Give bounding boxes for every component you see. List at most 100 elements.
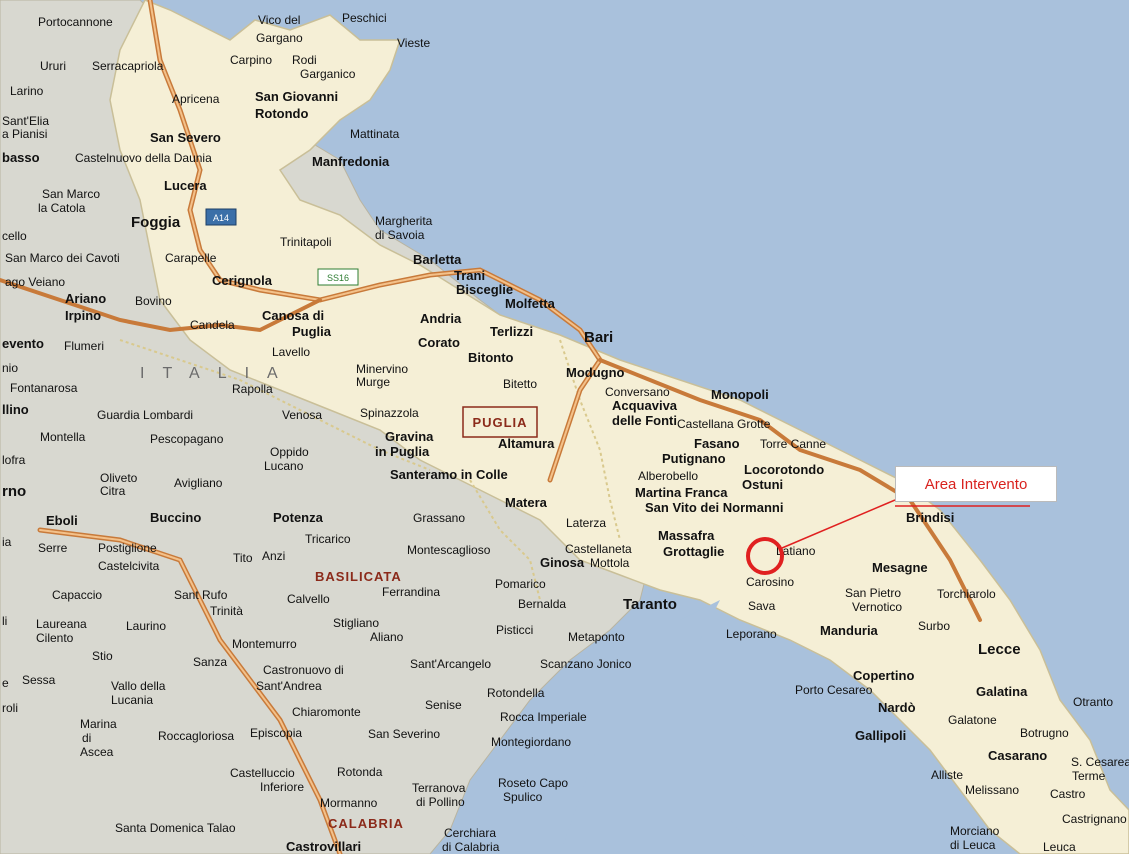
place-label: Alliste [931, 768, 963, 782]
place-label: Cilento [36, 631, 74, 645]
place-label: Gargano [256, 31, 303, 45]
place-label: Calvello [287, 592, 330, 606]
place-label: di Savoia [375, 228, 425, 242]
place-label: delle Fonti [612, 413, 677, 428]
place-label: Apricena [172, 92, 220, 106]
place-label: Nardò [878, 700, 916, 715]
place-label: Andria [420, 311, 462, 326]
place-label: Sant'Andrea [256, 679, 322, 693]
place-label: Sant'Elia [2, 114, 49, 128]
place-label: Terme [1072, 769, 1106, 783]
place-label: Torchiarolo [937, 587, 996, 601]
place-label: Lucano [264, 459, 304, 473]
area-intervento-marker[interactable] [746, 537, 784, 575]
svg-text:SS16: SS16 [327, 273, 349, 283]
place-label: Carapelle [165, 251, 217, 265]
place-label: Montegiordano [491, 735, 571, 749]
place-label: Matera [505, 495, 548, 510]
road-shield-ss16: SS16 [317, 268, 359, 286]
place-label: Bitonto [468, 350, 514, 365]
place-label: Casarano [988, 748, 1047, 763]
svg-text:PUGLIA: PUGLIA [472, 415, 527, 430]
place-labels: Portocannone Vico del Peschici Gargano V… [2, 11, 1129, 854]
place-label: Castelnuovo della Daunia [75, 151, 212, 165]
place-label: Roseto Capo [498, 776, 568, 790]
area-intervento-text: Area Intervento [924, 475, 1028, 493]
place-label: Garganico [300, 67, 356, 81]
region-label-calabria: CALABRIA [328, 816, 404, 831]
place-label: Foggia [131, 214, 181, 231]
highways [0, 0, 982, 854]
place-label: cello [2, 229, 27, 243]
place-label: Ariano [65, 291, 106, 306]
place-label: Bisceglie [456, 282, 513, 297]
place-label: Vico del [258, 13, 300, 27]
place-label: la Catola [38, 201, 86, 215]
place-label: Gallipoli [855, 728, 906, 743]
place-label: Acquaviva [612, 398, 678, 413]
place-label: San Vito dei Normanni [645, 500, 783, 515]
place-label: Laterza [566, 516, 606, 530]
place-label: Pomarico [495, 577, 546, 591]
place-label: Rocca Imperiale [500, 710, 587, 724]
place-label: Corato [418, 335, 460, 350]
place-label: Serre [38, 541, 68, 555]
place-label: San Giovanni [255, 89, 338, 104]
place-label: Montemurro [232, 637, 297, 651]
place-label: Senise [425, 698, 462, 712]
place-label: Lucania [111, 693, 153, 707]
place-label: Puglia [292, 324, 332, 339]
place-label: Porto Cesareo [795, 683, 873, 697]
place-label: Bernalda [518, 597, 566, 611]
place-label: Ferrandina [382, 585, 440, 599]
place-label: Serracapriola [92, 59, 164, 73]
place-label: Molfetta [505, 296, 556, 311]
place-label: Lucera [164, 178, 207, 193]
place-label: di Leuca [950, 838, 996, 852]
place-label: evento [2, 336, 44, 351]
place-label: di Calabria [442, 840, 500, 854]
place-label: Bari [584, 329, 613, 346]
place-label: e [2, 676, 9, 690]
place-label: Castellana Grotte [677, 417, 771, 431]
place-label: ia [2, 535, 12, 549]
place-label: Sant Rufo [174, 588, 228, 602]
place-label: rno [2, 483, 26, 500]
place-label: Spulico [503, 790, 543, 804]
place-label: Oppido [270, 445, 309, 459]
place-label: Castronuovo di [263, 663, 344, 677]
place-label: Ascea [80, 745, 114, 759]
place-label: Manfredonia [312, 154, 390, 169]
place-label: Margherita [375, 214, 433, 228]
place-label: Gravina [385, 429, 434, 444]
place-label: Montescaglioso [407, 543, 491, 557]
place-label: Alberobello [638, 469, 698, 483]
place-label: di Pollino [416, 795, 465, 809]
place-label: llino [2, 402, 29, 417]
place-label: di [82, 731, 91, 745]
place-label: Conversano [605, 385, 670, 399]
place-label: San Marco dei Cavoti [5, 251, 120, 265]
place-label: Galatina [976, 684, 1028, 699]
place-label: Guardia Lombardi [97, 408, 193, 422]
place-label: Mesagne [872, 560, 928, 575]
place-label: Ostuni [742, 477, 783, 492]
place-label: Bovino [135, 294, 172, 308]
place-label: Castelluccio [230, 766, 295, 780]
place-label: S. Cesarea [1071, 755, 1129, 769]
place-label: Capaccio [52, 588, 102, 602]
place-label: Stigliano [333, 616, 379, 630]
place-label: Trinità [210, 604, 243, 618]
place-label: Botrugno [1020, 726, 1069, 740]
place-label: Vernotico [852, 600, 902, 614]
place-label: Lavello [272, 345, 310, 359]
place-label: Potenza [273, 510, 324, 525]
place-label: Citra [100, 484, 126, 498]
place-label: Fontanarosa [10, 381, 78, 395]
place-label: Portocannone [38, 15, 113, 29]
place-label: Marina [80, 717, 117, 731]
place-label: Cerignola [212, 273, 273, 288]
place-label: Bitetto [503, 377, 537, 391]
place-label: Castro [1050, 787, 1086, 801]
